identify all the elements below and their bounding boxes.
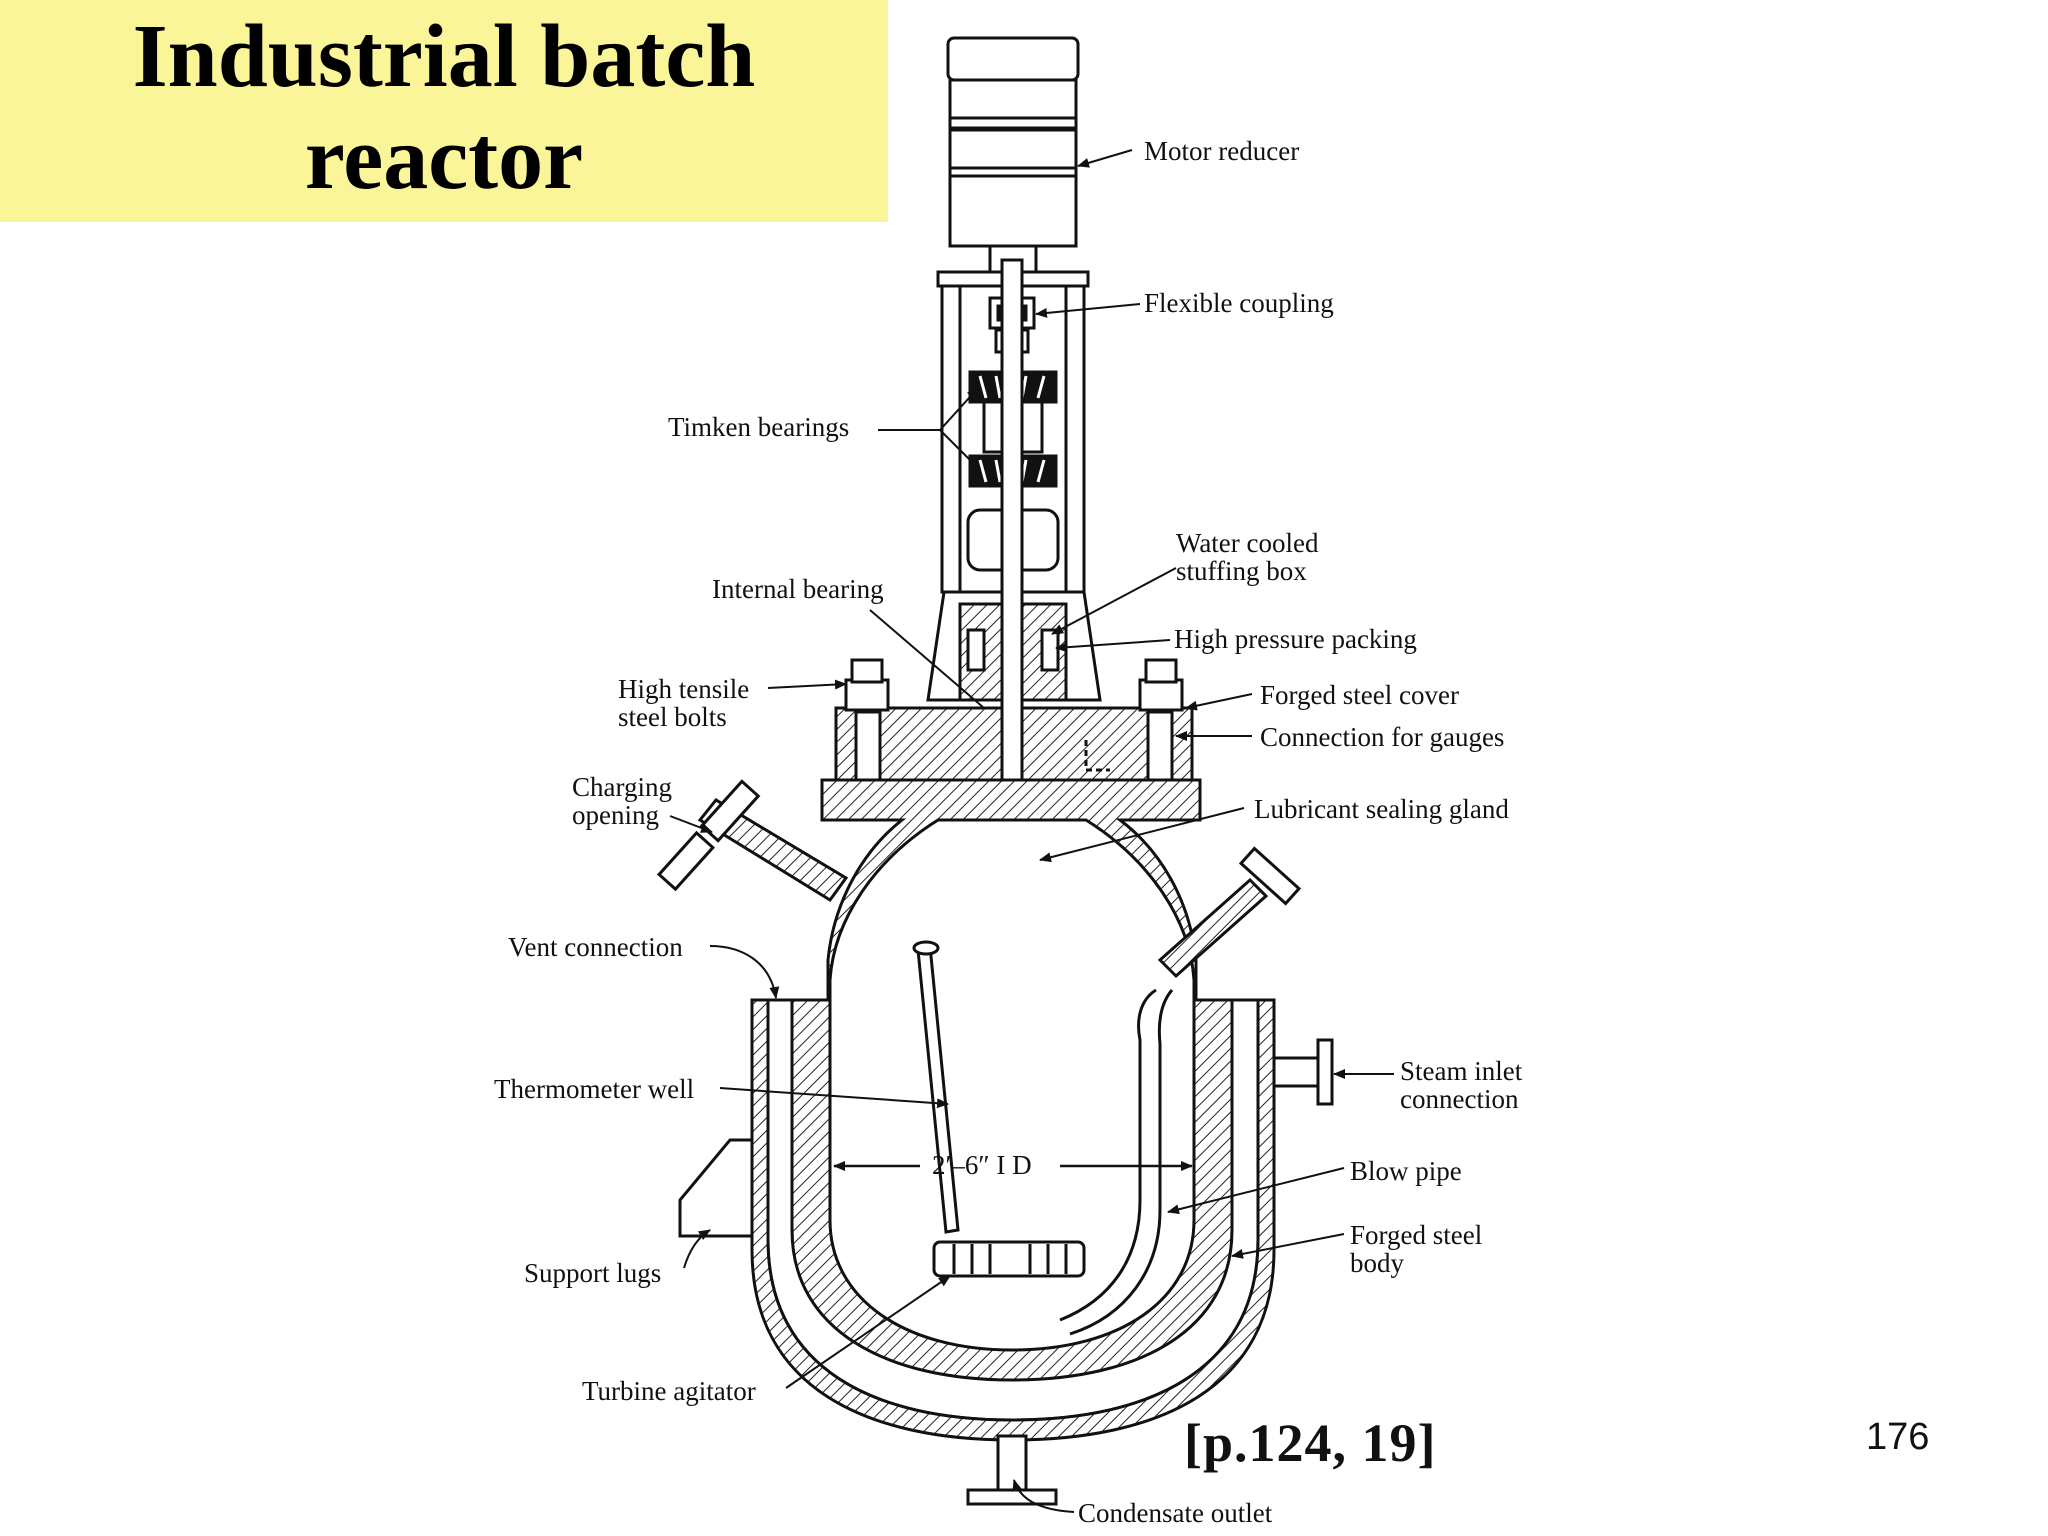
label-condensate-outlet: Condensate outlet — [1078, 1498, 1273, 1528]
motor-reducer — [936, 36, 1090, 288]
steam-inlet — [1272, 1038, 1334, 1106]
slide-title: Industrial batch reactor — [132, 7, 756, 208]
charging-opening — [656, 779, 849, 903]
label-water-cooled: Water cooled — [1176, 528, 1319, 558]
label-vent-connection: Vent connection — [508, 932, 683, 962]
label-opening: opening — [572, 800, 659, 830]
label-support-lugs: Support lugs — [524, 1258, 661, 1288]
label-steel-bolts: steel bolts — [618, 702, 727, 732]
vent-nozzle — [1157, 846, 1302, 979]
label-high-pressure-packing: High pressure packing — [1174, 624, 1417, 654]
label-lubricant-sealing-gland: Lubricant sealing gland — [1254, 794, 1509, 824]
label-forged-steel-cover: Forged steel cover — [1260, 680, 1459, 710]
label-steam-inlet: Steam inlet — [1400, 1056, 1523, 1086]
label-motor-reducer: Motor reducer — [1144, 136, 1299, 166]
label-connection-for-gauges: Connection for gauges — [1260, 722, 1504, 752]
label-flexible-coupling: Flexible coupling — [1144, 288, 1334, 318]
page-number: 176 — [1866, 1416, 1930, 1458]
support-lug — [678, 1138, 754, 1238]
blow-pipe-part — [1059, 988, 1174, 1336]
label-thermometer-well: Thermometer well — [494, 1074, 694, 1104]
title-banner: Industrial batch reactor — [0, 0, 888, 222]
label-body: body — [1350, 1248, 1405, 1278]
label-charging: Charging — [572, 772, 672, 802]
label-timken-bearings: Timken bearings — [668, 412, 849, 442]
label-blow-pipe: Blow pipe — [1350, 1156, 1462, 1186]
citation: [p.124, 19] — [1184, 1413, 1437, 1473]
thermometer-well — [912, 940, 960, 1234]
label-turbine-agitator: Turbine agitator — [582, 1376, 756, 1406]
label-steam-connection: connection — [1400, 1084, 1519, 1114]
label-stuffing-box: stuffing box — [1176, 556, 1307, 586]
turbine-agitator-part — [932, 1240, 1086, 1278]
label-forged-steel: Forged steel — [1350, 1220, 1482, 1250]
leader-lines — [669, 149, 1394, 1513]
label-high-tensile: High tensile — [618, 674, 749, 704]
label-internal-bearing: Internal bearing — [712, 574, 884, 604]
dimension-label: 2′–6″ I D — [932, 1150, 1032, 1180]
